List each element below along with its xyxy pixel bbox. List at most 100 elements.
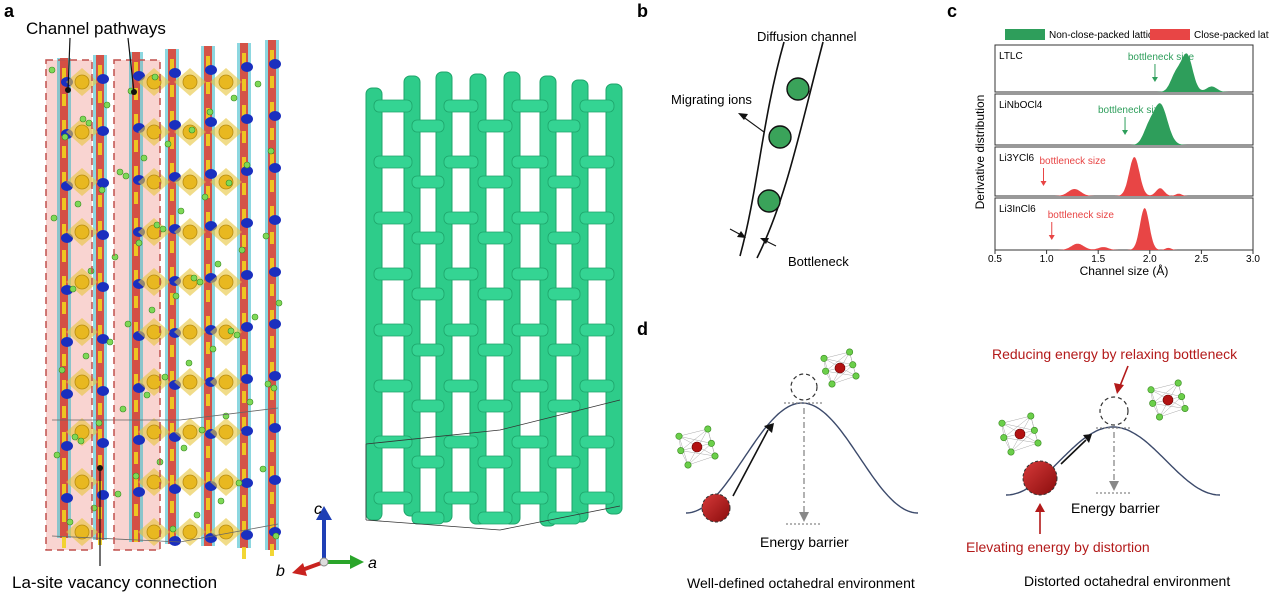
channel-link bbox=[411, 119, 445, 133]
octahedron-ground-left-bond bbox=[678, 428, 708, 437]
density-hotspot bbox=[206, 160, 210, 172]
channel-link bbox=[511, 491, 549, 505]
density-hotspot bbox=[134, 400, 138, 412]
anion-atom bbox=[201, 193, 209, 201]
octahedron-transition-right-center bbox=[1162, 394, 1174, 406]
channel-node bbox=[241, 478, 253, 488]
octahedron-transition-left-bond bbox=[823, 358, 853, 366]
barrier-arrowhead-left bbox=[799, 512, 809, 522]
density-hotspot bbox=[270, 518, 274, 530]
anion-atom bbox=[148, 306, 156, 314]
density-hotspot bbox=[134, 504, 138, 516]
vacancy-connection-label: La-site vacancy connection bbox=[12, 573, 217, 592]
octahedron-ground-right-bond bbox=[1003, 437, 1039, 444]
anion-atom bbox=[243, 161, 251, 169]
anion-atom bbox=[230, 94, 238, 102]
octahedron-ground-left-ligand bbox=[677, 447, 685, 455]
anion-atom bbox=[153, 221, 161, 229]
channel-node bbox=[241, 374, 253, 384]
density-hotspot bbox=[98, 351, 102, 363]
anion-atom bbox=[225, 179, 233, 187]
channel-node bbox=[169, 120, 181, 130]
relax-arrowhead bbox=[1114, 383, 1124, 394]
density-hotspot bbox=[134, 426, 138, 438]
anion-atom bbox=[275, 299, 283, 307]
channel-wall-right bbox=[756, 41, 824, 259]
anion-atom bbox=[262, 232, 270, 240]
channel-link bbox=[477, 231, 513, 245]
anion-atom bbox=[69, 285, 77, 293]
metal-atom bbox=[182, 74, 198, 90]
caption-distorted: Distorted octahedral environment bbox=[1024, 573, 1230, 589]
density-hotspot bbox=[98, 403, 102, 415]
density-hotspot bbox=[270, 414, 274, 426]
density-hotspot bbox=[134, 140, 138, 152]
bottleneck-arrowhead-left bbox=[737, 231, 746, 238]
channel-link bbox=[373, 379, 413, 393]
metal-atom bbox=[74, 174, 90, 190]
metal-atom bbox=[218, 124, 234, 140]
octahedron-ground-right-bond bbox=[1001, 415, 1031, 424]
density-hotspot bbox=[98, 273, 102, 285]
octahedron-ground-right-center bbox=[1014, 428, 1026, 440]
metal-atom bbox=[182, 324, 198, 340]
panel-label-b: b bbox=[637, 1, 648, 21]
ion-ground-state-right bbox=[1022, 460, 1058, 496]
anion-atom bbox=[161, 373, 169, 381]
density-hotspot bbox=[134, 114, 138, 126]
barrier-arrowhead-right bbox=[1109, 481, 1119, 491]
anion-atom bbox=[164, 140, 172, 148]
channel-node bbox=[241, 426, 253, 436]
channel-node bbox=[61, 441, 73, 451]
density-hotspot bbox=[242, 287, 246, 299]
density-hotspot bbox=[170, 241, 174, 253]
x-tick-label-2: 1.5 bbox=[1091, 254, 1105, 265]
density-hotspot bbox=[170, 137, 174, 149]
anion-atom bbox=[124, 320, 132, 328]
anion-atom bbox=[66, 518, 74, 526]
migrating-ion-2 bbox=[768, 125, 792, 149]
channel-link bbox=[373, 491, 413, 505]
channel-link bbox=[547, 231, 581, 245]
density-hotspot bbox=[270, 128, 274, 140]
channel-node bbox=[269, 111, 281, 121]
callout-dot-channel-1 bbox=[65, 87, 71, 93]
channel-node bbox=[205, 169, 217, 179]
channel-node bbox=[269, 267, 281, 277]
density-hotspot bbox=[270, 102, 274, 114]
highlight-border-left bbox=[45, 59, 93, 551]
density-hotspot bbox=[242, 105, 246, 117]
channel-link bbox=[511, 155, 549, 169]
anion-atom bbox=[135, 239, 143, 247]
anion-atom bbox=[53, 451, 61, 459]
anion-atom bbox=[188, 126, 196, 134]
octahedron-ground-right-ligand bbox=[1030, 426, 1038, 434]
metal-atom bbox=[146, 424, 162, 440]
anion-atom bbox=[235, 479, 243, 487]
channel-node bbox=[97, 178, 109, 188]
channel-link bbox=[411, 343, 445, 357]
channel-node bbox=[133, 435, 145, 445]
octahedron-ground-right-bond bbox=[1003, 415, 1031, 438]
anion-atom bbox=[116, 168, 124, 176]
octahedron-transition-left-bond bbox=[831, 375, 857, 385]
octahedron-transition-left-ligand bbox=[820, 354, 828, 362]
octahedron-ground-left-bond bbox=[687, 443, 712, 466]
octahedron-transition-left-ligand bbox=[846, 348, 854, 356]
caption-well-defined: Well-defined octahedral environment bbox=[687, 575, 915, 591]
channel-link bbox=[547, 287, 581, 301]
density-hotspot bbox=[270, 50, 274, 62]
anion-atom bbox=[259, 465, 267, 473]
metal-atom bbox=[146, 124, 162, 140]
density-hotspot bbox=[170, 345, 174, 357]
metal-atom bbox=[74, 74, 90, 90]
channel-node bbox=[169, 68, 181, 78]
anion-atom bbox=[169, 525, 177, 533]
channel-link bbox=[411, 399, 445, 413]
density-hotspot bbox=[270, 284, 274, 296]
x-tick-label-4: 2.5 bbox=[1194, 254, 1208, 265]
bottleneck-size-label-2: bottleneck size bbox=[1040, 156, 1107, 167]
density-hotspot bbox=[62, 302, 66, 314]
energy-barrier-label-left: Energy barrier bbox=[760, 534, 849, 550]
